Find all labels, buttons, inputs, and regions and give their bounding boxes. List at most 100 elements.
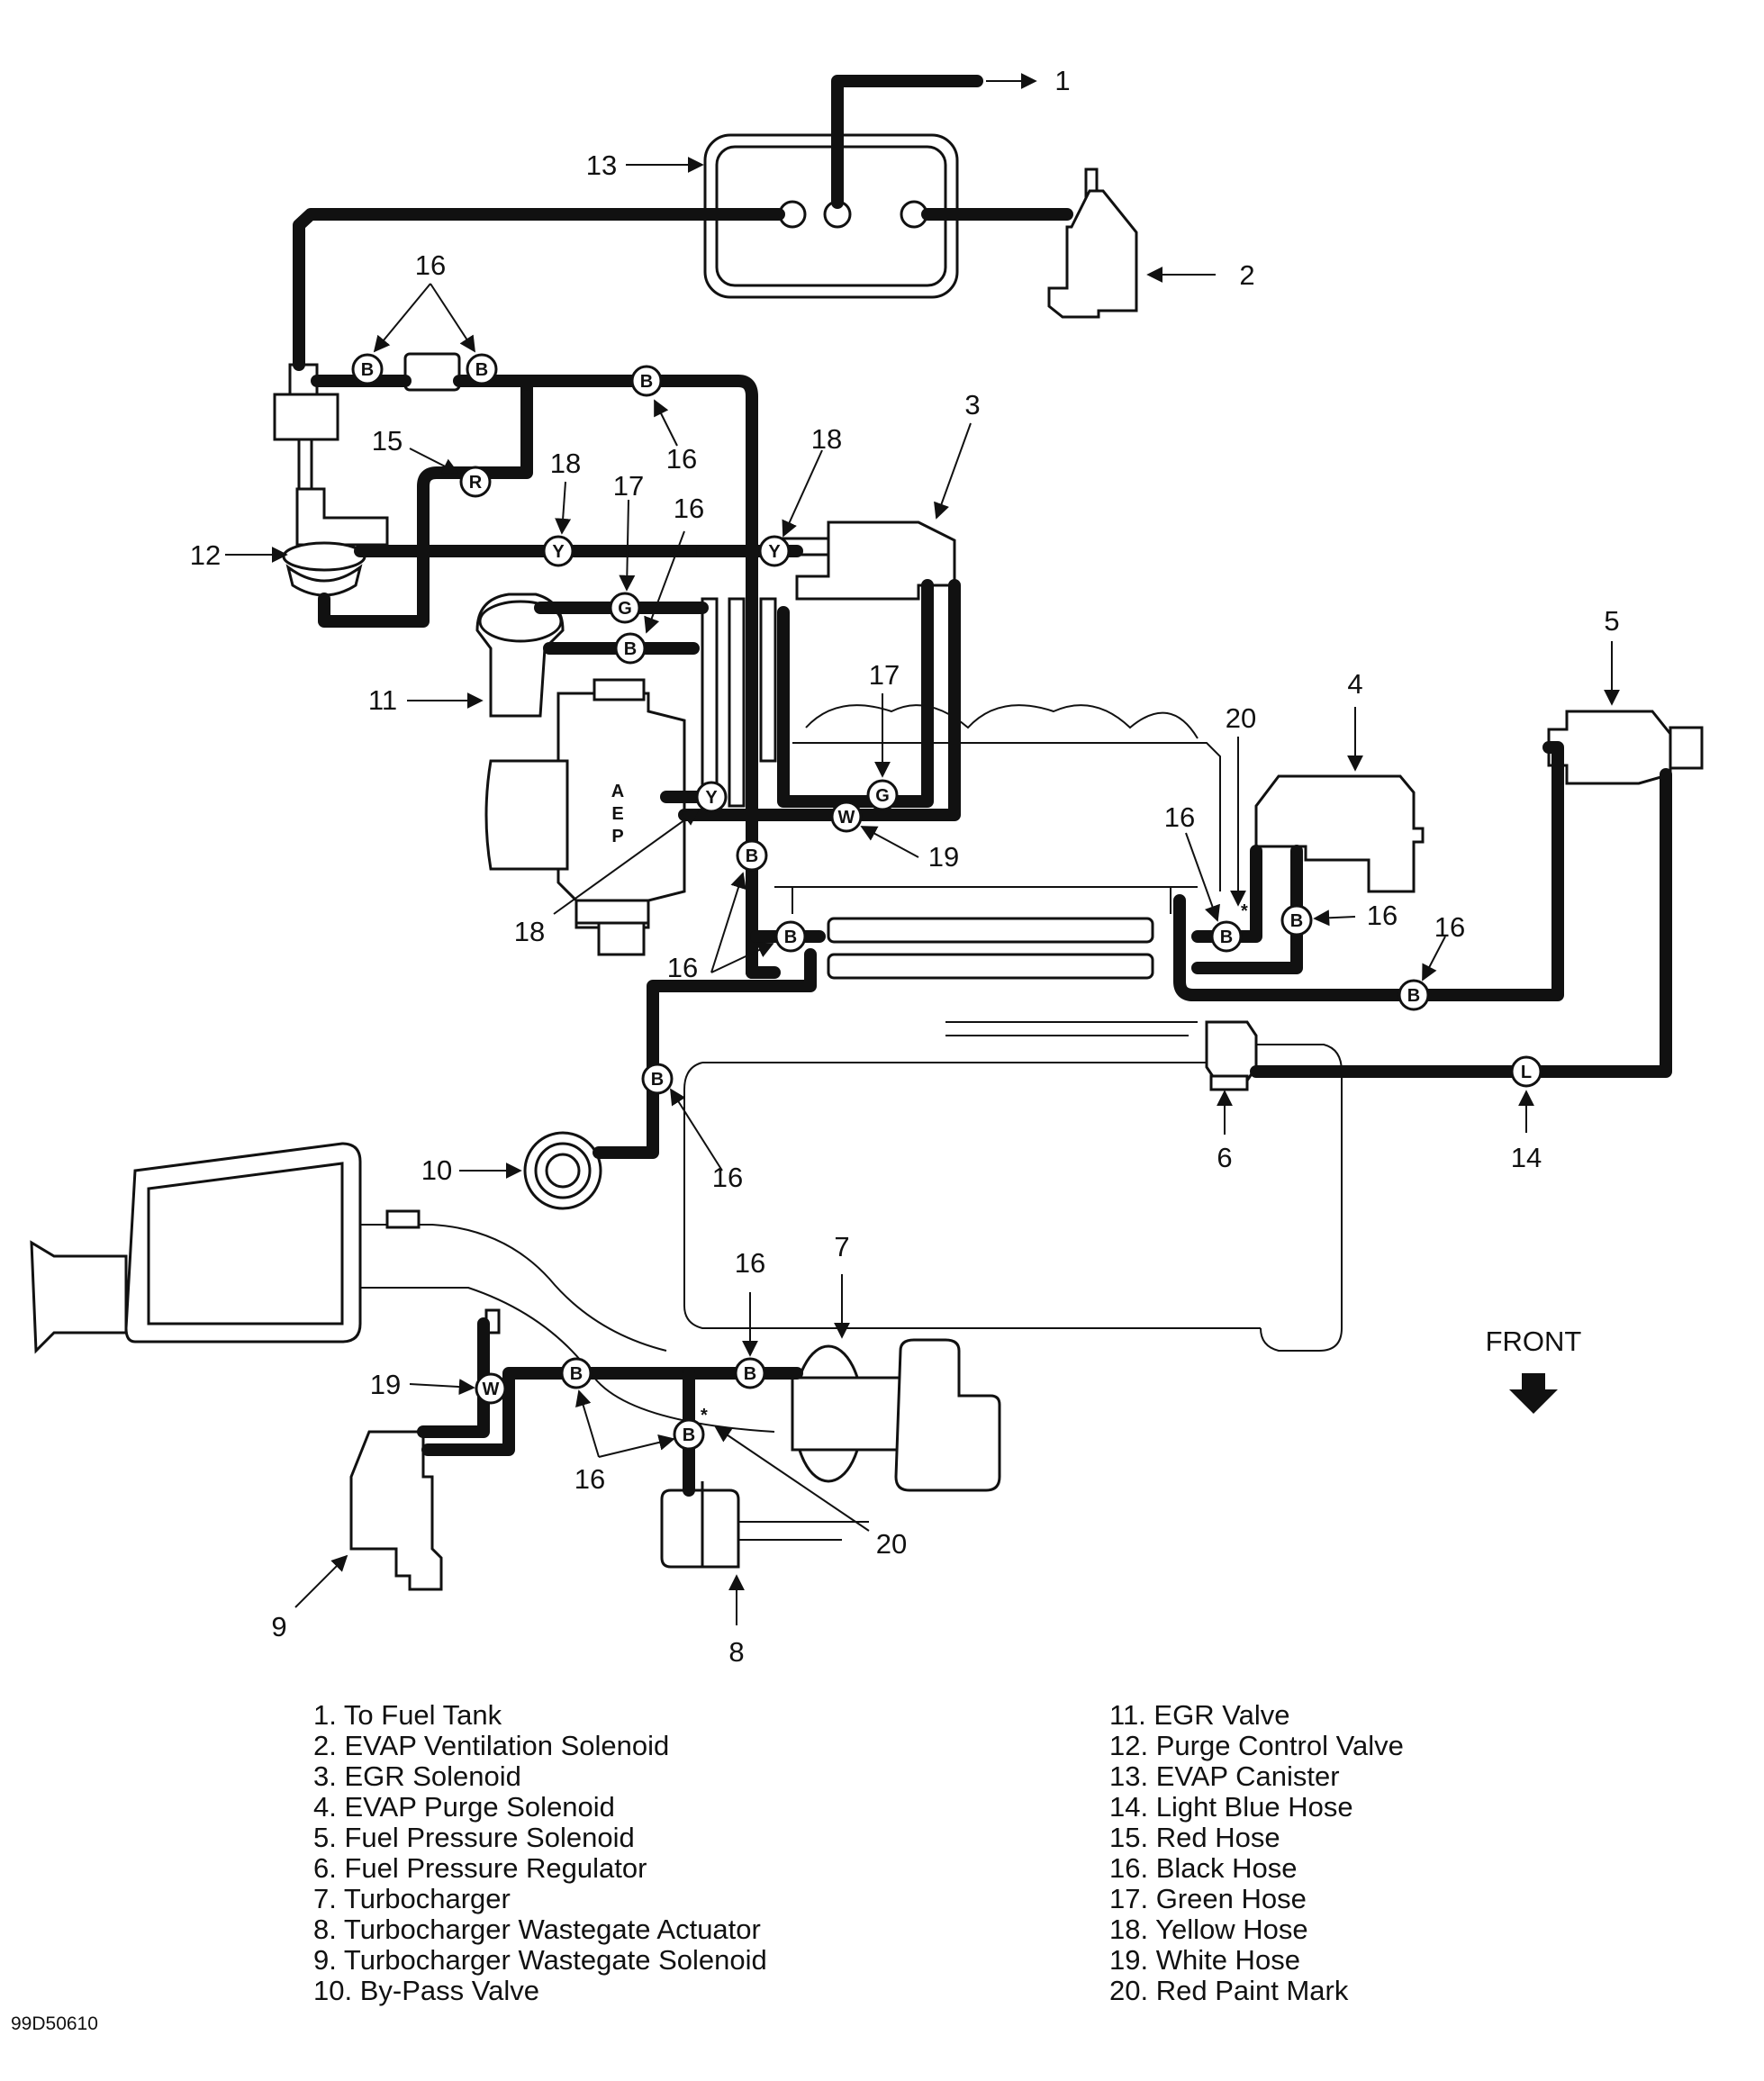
svg-text:B: B — [1220, 927, 1233, 947]
tag-black-11: B — [560, 1357, 593, 1389]
callout-16-a: 16 — [415, 249, 446, 281]
svg-text:B: B — [746, 846, 758, 866]
image-code: 99D50610 — [11, 2013, 98, 2034]
tag-yellow-2: Y — [758, 535, 791, 567]
legend-item: 6. Fuel Pressure Regulator — [313, 1852, 647, 1884]
fuel-pressure-solenoid — [1547, 710, 1704, 785]
svg-text:B: B — [784, 927, 797, 947]
purge-control-valve — [273, 363, 389, 597]
red-paint-mark-1: * — [1241, 901, 1248, 921]
hose-tags: B B B R Y Y G B Y G W B B B B B B L W B … — [351, 353, 1542, 1451]
callout-4: 4 — [1347, 668, 1362, 700]
tag-yellow-3: Y — [695, 781, 728, 813]
evap-ventilation-solenoid — [1047, 167, 1138, 319]
legend-item: 12. Purge Control Valve — [1109, 1730, 1404, 1761]
callout-9: 9 — [271, 1611, 286, 1642]
callout-16-c: 16 — [674, 493, 704, 524]
svg-text:G: G — [875, 786, 890, 806]
callout-17-b: 17 — [869, 659, 900, 691]
callout-14: 14 — [1511, 1142, 1542, 1173]
callout-18-c: 18 — [514, 916, 545, 947]
callout-16-h: 16 — [712, 1162, 743, 1193]
by-pass-valve — [523, 1131, 602, 1210]
throttle-body — [484, 678, 686, 956]
legend-item: 14. Light Blue Hose — [1109, 1791, 1353, 1823]
svg-text:B: B — [570, 1364, 583, 1384]
hose-network — [293, 75, 1672, 1497]
svg-text:B: B — [640, 372, 653, 392]
callout-16-f: 16 — [1367, 900, 1398, 931]
callout-19-a: 19 — [928, 841, 959, 873]
svg-text:B: B — [475, 360, 488, 380]
tag-black-2: B — [466, 353, 498, 385]
svg-text:Y: Y — [705, 788, 718, 808]
svg-text:L: L — [1521, 1063, 1532, 1082]
connector-tubes — [701, 597, 777, 808]
callout-19-b: 19 — [370, 1369, 401, 1400]
svg-text:B: B — [361, 360, 374, 380]
svg-text:B: B — [1290, 911, 1303, 931]
red-paint-mark-2: * — [701, 1406, 708, 1425]
legend-item: 13. EVAP Canister — [1109, 1760, 1340, 1792]
tag-black-4: B — [614, 632, 647, 665]
throttle-letter-a: A — [611, 782, 624, 801]
svg-text:B: B — [683, 1425, 695, 1445]
air-cleaner — [30, 1142, 775, 1433]
callout-17-a: 17 — [613, 470, 644, 502]
tag-black-9: B — [1398, 979, 1430, 1011]
legend-item: 9. Turbocharger Wastegate Solenoid — [313, 1944, 767, 1976]
callout-6: 6 — [1217, 1142, 1232, 1173]
callout-16-e: 16 — [1164, 801, 1195, 833]
callout-5: 5 — [1604, 605, 1619, 637]
callout-8: 8 — [728, 1636, 744, 1668]
front-arrow-icon — [1509, 1373, 1558, 1414]
vacuum-hose-diagram: A E P — [30, 65, 1704, 1668]
callout-20-a: 20 — [1226, 702, 1256, 734]
tag-black-5: B — [736, 839, 768, 872]
legend-item: 7. Turbocharger — [313, 1883, 511, 1914]
throttle-letter-p: P — [611, 827, 623, 846]
svg-text:W: W — [483, 1380, 500, 1399]
legend-item: 11. EGR Valve — [1109, 1699, 1290, 1731]
legend-item: 5. Fuel Pressure Solenoid — [313, 1822, 635, 1853]
callout-10: 10 — [421, 1154, 452, 1186]
callout-16-g: 16 — [1434, 911, 1465, 943]
legend-right-column: 11. EGR Valve 12. Purge Control Valve 13… — [1109, 1700, 1404, 2006]
svg-text:W: W — [838, 808, 855, 828]
svg-text:R: R — [469, 473, 483, 493]
legend-item: 1. To Fuel Tank — [313, 1699, 502, 1731]
legend-left-column: 1. To Fuel Tank 2. EVAP Ventilation Sole… — [313, 1700, 767, 2006]
callouts: 1 2 3 4 5 6 7 8 9 10 11 12 13 14 15 16 — [190, 65, 1620, 1668]
tag-light-blue: L — [1510, 1055, 1542, 1088]
legend-item: 19. White Hose — [1109, 1944, 1300, 1976]
callout-12: 12 — [190, 539, 221, 571]
evap-purge-solenoid — [1254, 774, 1425, 893]
legend-item: 3. EGR Solenoid — [313, 1760, 521, 1792]
callout-16-i: 16 — [735, 1247, 765, 1279]
callout-16-j: 16 — [574, 1463, 605, 1495]
throttle-letter-e: E — [611, 804, 623, 824]
callout-18-a: 18 — [550, 448, 581, 479]
callout-18-b: 18 — [811, 423, 842, 455]
tag-green-1: G — [609, 592, 641, 624]
callout-3: 3 — [964, 389, 980, 421]
tag-yellow-1: Y — [542, 535, 574, 567]
tag-black-10: B — [641, 1063, 674, 1095]
wastegate-solenoid — [349, 1430, 443, 1591]
tag-black-6: B — [774, 920, 807, 953]
legend-item: 2. EVAP Ventilation Solenoid — [313, 1730, 670, 1761]
tag-black-7: B — [1210, 920, 1243, 953]
legend-item: 17. Green Hose — [1109, 1883, 1307, 1914]
legend-item: 10. By-Pass Valve — [313, 1975, 539, 2006]
callout-2: 2 — [1239, 259, 1254, 291]
svg-text:B: B — [651, 1070, 664, 1090]
svg-text:G: G — [618, 599, 632, 619]
legend-item: 20. Red Paint Mark — [1109, 1975, 1349, 2006]
tag-white-2: W — [475, 1372, 507, 1405]
wastegate-actuator — [660, 1481, 869, 1569]
legend-item: 4. EVAP Purge Solenoid — [313, 1791, 615, 1823]
callout-20-b: 20 — [876, 1528, 907, 1560]
tag-black-12: B — [734, 1357, 766, 1389]
svg-text:Y: Y — [552, 542, 565, 562]
legend-item: 8. Turbocharger Wastegate Actuator — [313, 1914, 761, 1945]
